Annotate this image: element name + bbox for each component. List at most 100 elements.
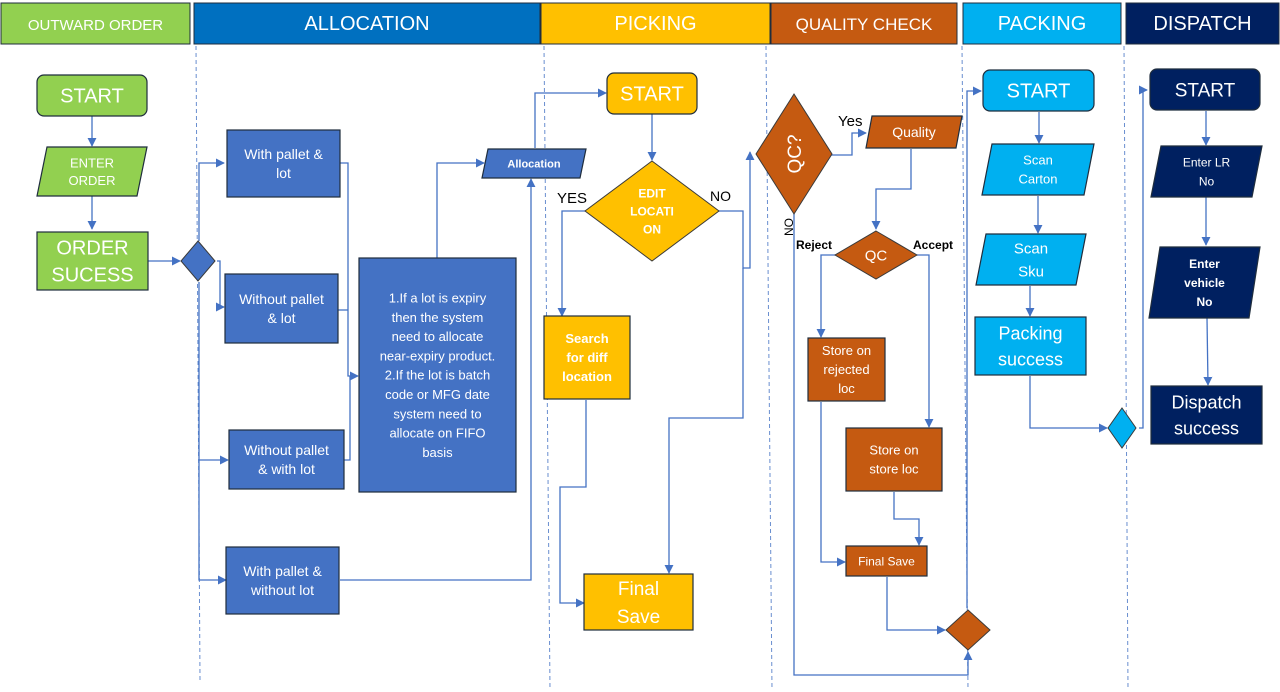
qc-question-no-label: NO xyxy=(782,218,796,236)
connector-search-to-final xyxy=(559,400,587,608)
node-label: LOCATI xyxy=(630,204,674,218)
node-label: lot xyxy=(276,165,291,181)
qc-question-yes-label: Yes xyxy=(838,113,862,130)
node-qc-final: Final Save xyxy=(845,545,928,577)
divider-packing-dispatch xyxy=(1123,45,1129,691)
connector-with-pallet-lot-to-rules xyxy=(340,162,359,381)
node-shape xyxy=(981,143,1095,196)
connector-store-to-final xyxy=(893,492,924,546)
node-shape xyxy=(1107,407,1137,449)
node-alloc-decision xyxy=(180,240,216,282)
node-quality-io: Quality xyxy=(865,115,963,149)
node-shape xyxy=(36,146,148,197)
node-qc-decision: QC xyxy=(834,230,918,280)
node-label: No xyxy=(1199,174,1215,188)
node-label: & with lot xyxy=(258,461,315,477)
node-shape xyxy=(755,93,833,215)
node-shape xyxy=(36,231,149,291)
node-label: Quality xyxy=(892,124,936,140)
node-with-pallet-without-lot: With pallet &without lot xyxy=(225,546,340,615)
lane-header-dispatch: DISPATCH xyxy=(1125,2,1280,45)
node-allocation-io: Allocation xyxy=(481,148,587,179)
node-label: Sku xyxy=(1018,263,1044,280)
node-shape xyxy=(945,609,991,651)
node-with-pallet-lot: With pallet &lot xyxy=(226,129,341,198)
node-dispatch-start: START xyxy=(1149,68,1261,111)
node-label: Dispatch xyxy=(1171,392,1241,412)
connector-edit-yes-to-search xyxy=(557,210,585,317)
lane-header-allocation: ALLOCATION xyxy=(193,2,541,45)
node-shape xyxy=(1150,145,1263,198)
node-label: START xyxy=(1007,81,1071,103)
node-label: ORDER xyxy=(56,238,128,260)
node-label: 1.If a lot is expiry xyxy=(389,290,487,305)
node-label: SUCESS xyxy=(51,265,133,287)
node-label: Final xyxy=(618,579,659,600)
node-search-diff: Search for diff location xyxy=(543,315,631,400)
connector-merge-to-packing-start xyxy=(966,86,982,608)
node-label: allocate on FIFO xyxy=(389,426,485,441)
node-label: ENTER xyxy=(70,155,114,170)
node-label: rejected xyxy=(823,362,869,377)
node-label: near-expiry product. xyxy=(380,348,496,363)
node-label: for diff xyxy=(566,350,608,365)
connector-final-to-merge xyxy=(886,577,946,635)
node-shape xyxy=(226,129,341,198)
connector-edit-no-to-qc xyxy=(718,151,755,269)
node-shape xyxy=(358,257,517,493)
node-label: Carton xyxy=(1018,172,1057,187)
divider-quality-packing xyxy=(961,45,969,691)
node-label: START xyxy=(60,86,124,108)
connector-without-with-lot-to-rules xyxy=(344,376,351,461)
node-shape xyxy=(481,148,587,179)
node-label: Without pallet xyxy=(244,442,329,458)
node-label: loc xyxy=(838,381,855,396)
node-shape xyxy=(1149,68,1261,111)
node-label: success xyxy=(1174,418,1239,438)
connector-qc-yes-to-quality xyxy=(831,128,867,156)
node-label: Store on xyxy=(869,443,918,458)
node-label: START xyxy=(620,84,684,106)
node-shape xyxy=(974,316,1087,376)
node-label: QC? xyxy=(785,134,806,173)
node-qc-merge xyxy=(945,609,991,651)
node-shape xyxy=(845,427,943,492)
connector-rules-to-allocation xyxy=(436,158,485,258)
node-qc-question: QC? xyxy=(755,93,833,215)
node-label: location xyxy=(562,369,612,384)
connector-quality-to-qc xyxy=(871,149,912,230)
connector-qc-no-to-merge xyxy=(793,214,973,676)
node-order-success: ORDER SUCESS xyxy=(36,231,149,291)
lane-header-label: DISPATCH xyxy=(1153,13,1251,35)
connector-qc-accept-to-store xyxy=(917,254,934,428)
node-label: EDIT xyxy=(638,186,666,200)
node-label: vehicle xyxy=(1184,276,1225,290)
node-shape xyxy=(584,160,720,262)
node-label: Final Save xyxy=(858,554,915,568)
lane-header-picking: PICKING xyxy=(540,2,771,45)
node-shape xyxy=(606,72,698,115)
node-shape xyxy=(807,337,886,402)
node-label: Scan xyxy=(1014,240,1048,257)
node-label: Enter LR xyxy=(1183,155,1231,169)
node-shape xyxy=(180,240,216,282)
node-label: Allocation xyxy=(507,158,560,170)
node-shape xyxy=(834,230,918,280)
node-packing-start: START xyxy=(982,69,1095,112)
node-shape xyxy=(543,315,631,400)
lane-header-outward: OUTWARD ORDER xyxy=(0,2,191,45)
node-picking-start: START xyxy=(606,72,698,115)
node-shape xyxy=(1148,246,1261,319)
node-label: Search xyxy=(565,331,608,346)
connector-qc-reject-to-rejected xyxy=(816,254,836,338)
node-label: START xyxy=(1175,80,1236,101)
node-shape xyxy=(982,69,1095,112)
node-enter-lr: Enter LR No xyxy=(1150,145,1263,198)
edit-location-no-label: NO xyxy=(710,188,731,204)
connector-with-without-lot-to-allocation xyxy=(340,178,536,581)
